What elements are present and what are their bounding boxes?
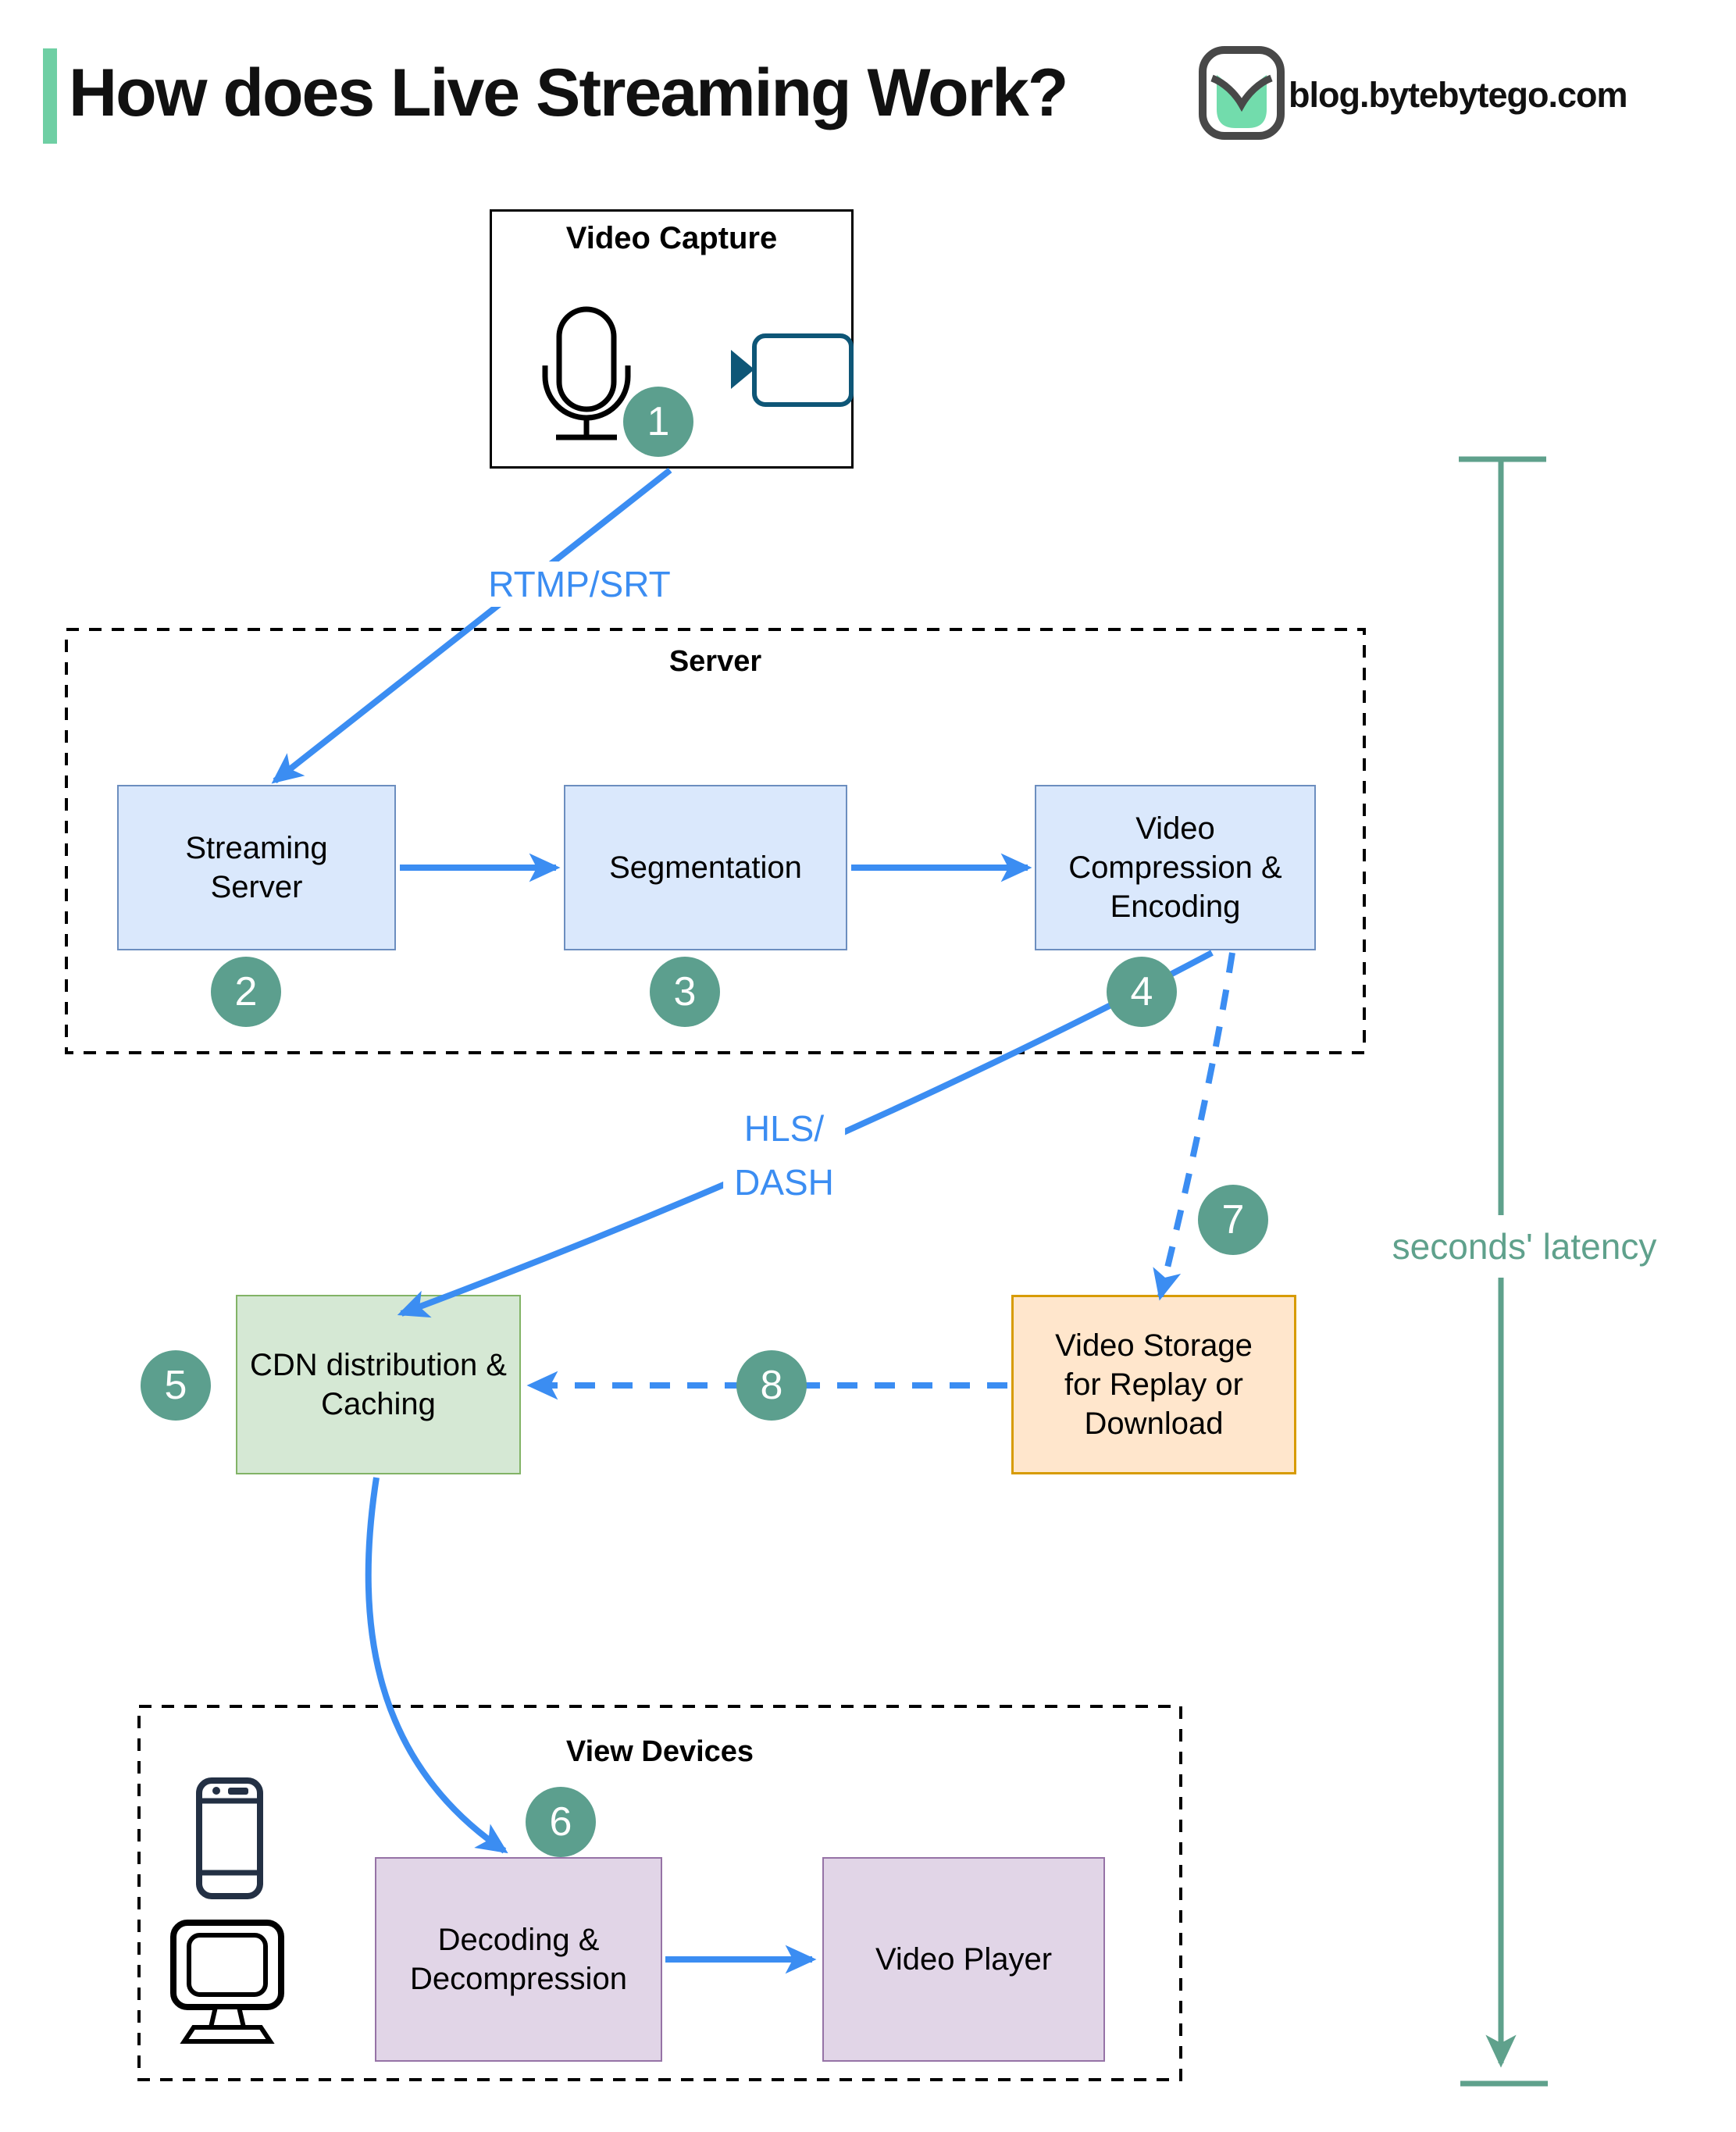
node-streaming-server-label: Streaming Server <box>185 831 328 904</box>
smartphone-icon <box>196 1777 263 1899</box>
edge-capture-to-streaming <box>271 467 672 784</box>
node-video-compression: Video Compression & Encoding <box>1035 785 1316 950</box>
edge-label-hls-line2: DASH <box>734 1162 834 1203</box>
video-camera-icon <box>731 333 854 407</box>
node-segmentation-label: Segmentation <box>609 850 802 885</box>
group-server-label: Server <box>668 645 762 678</box>
group-view-devices-label: View Devices <box>565 1735 754 1768</box>
latency-line <box>1459 456 1548 2087</box>
latency-label: seconds' latency <box>1384 1222 1665 1271</box>
step-badge-1: 1 <box>623 387 693 457</box>
page-title: How does Live Streaming Work? <box>69 55 1068 130</box>
bytebytego-logo-icon <box>1199 46 1285 140</box>
step-badge-5: 5 <box>141 1350 211 1421</box>
node-video-player-label: Video Player <box>875 1942 1053 1977</box>
edge-label-rtmp: RTMP/SRT <box>477 562 682 607</box>
node-decoding: Decoding & Decompression <box>375 1857 662 2062</box>
microphone-icon <box>542 306 631 440</box>
node-video-player: Video Player <box>822 1857 1105 2062</box>
node-video-storage-label: Video Storage for Replay or Download <box>1055 1328 1253 1441</box>
node-streaming-server: Streaming Server <box>117 785 396 950</box>
step-badge-6: 6 <box>526 1787 596 1857</box>
group-view-devices-frame <box>137 1705 1182 2081</box>
node-video-capture-label: Video Capture <box>565 221 778 255</box>
edge-label-hls-line1: HLS/ <box>743 1108 825 1149</box>
monitor-icon <box>170 1920 284 2044</box>
edge-cdn-to-decoding <box>365 1477 508 1854</box>
node-decoding-label: Decoding & Decompression <box>410 1923 627 1996</box>
step-badge-8: 8 <box>736 1350 807 1421</box>
node-segmentation: Segmentation <box>564 785 847 950</box>
site-url: blog.bytebytego.com <box>1289 75 1628 115</box>
node-video-storage: Video Storage for Replay or Download <box>1011 1295 1296 1474</box>
step-badge-2: 2 <box>211 957 281 1027</box>
step-badge-4: 4 <box>1107 957 1177 1027</box>
title-accent-bar <box>43 48 57 144</box>
step-badge-7: 7 <box>1198 1185 1268 1255</box>
node-video-compression-label: Video Compression & Encoding <box>1068 811 1282 924</box>
edge-compression-to-storage <box>1153 952 1235 1301</box>
node-cdn-label: CDN distribution & Caching <box>249 1348 507 1421</box>
node-cdn: CDN distribution & Caching <box>236 1295 521 1474</box>
edge-label-hls-dash: HLS/ DASH <box>723 1097 845 1214</box>
step-badge-3: 3 <box>650 957 720 1027</box>
